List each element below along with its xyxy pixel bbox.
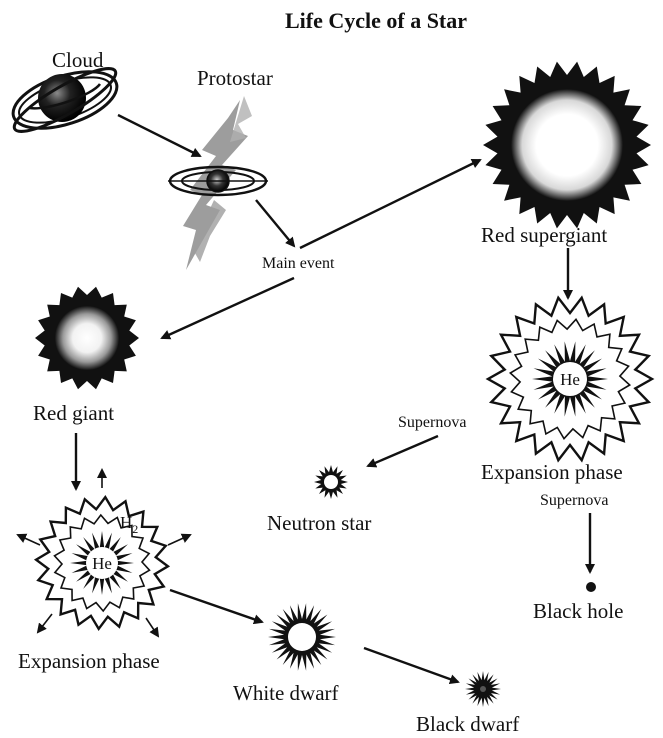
- main-event-label: Main event: [262, 255, 335, 272]
- arrow-protostar-to-main-event: [256, 200, 294, 246]
- expansion-phase-left-illustration: He H2: [36, 497, 168, 629]
- expansion-phase-right-illustration: He: [488, 298, 652, 460]
- black-dwarf-illustration: [465, 671, 501, 707]
- white-dwarf-illustration: [268, 603, 336, 671]
- arrow-cloud-to-protostar: [118, 115, 200, 156]
- protostar-label: Protostar: [197, 66, 273, 90]
- hydrogen-shell-label: H: [120, 513, 132, 532]
- neutron-star-illustration: [314, 465, 348, 499]
- expansion-phase-left-label: Expansion phase: [18, 649, 160, 673]
- arrow-main-event-to-red-giant: [162, 278, 294, 338]
- cloud-label: Cloud: [52, 48, 104, 72]
- red-supergiant-label: Red supergiant: [481, 223, 607, 247]
- arrow-expansion-to-white-dwarf: [170, 590, 262, 622]
- black-hole-label: Black hole: [533, 599, 623, 623]
- protostar-illustration: [168, 96, 268, 270]
- diagram-title: Life Cycle of a Star: [285, 8, 467, 33]
- neutron-star-label: Neutron star: [267, 511, 371, 535]
- hydrogen-subscript: 2: [132, 522, 138, 536]
- red-giant-illustration: [35, 287, 139, 389]
- supernova-right-label: Supernova: [540, 492, 608, 509]
- arrow-main-event-to-red-supergiant: [300, 160, 480, 248]
- supernova-left-label: Supernova: [398, 414, 466, 431]
- expansion-phase-right-label: Expansion phase: [481, 460, 623, 484]
- arrow-white-dwarf-to-black-dwarf: [364, 648, 458, 682]
- black-dwarf-label: Black dwarf: [416, 712, 519, 736]
- arrow-supernova-to-neutron-star: [368, 436, 438, 466]
- helium-core-left-label: He: [92, 554, 112, 573]
- white-dwarf-label: White dwarf: [233, 681, 339, 705]
- red-supergiant-illustration: [483, 62, 651, 229]
- black-hole-illustration: [586, 582, 596, 592]
- red-giant-label: Red giant: [33, 401, 114, 425]
- helium-core-right-label: He: [560, 370, 580, 389]
